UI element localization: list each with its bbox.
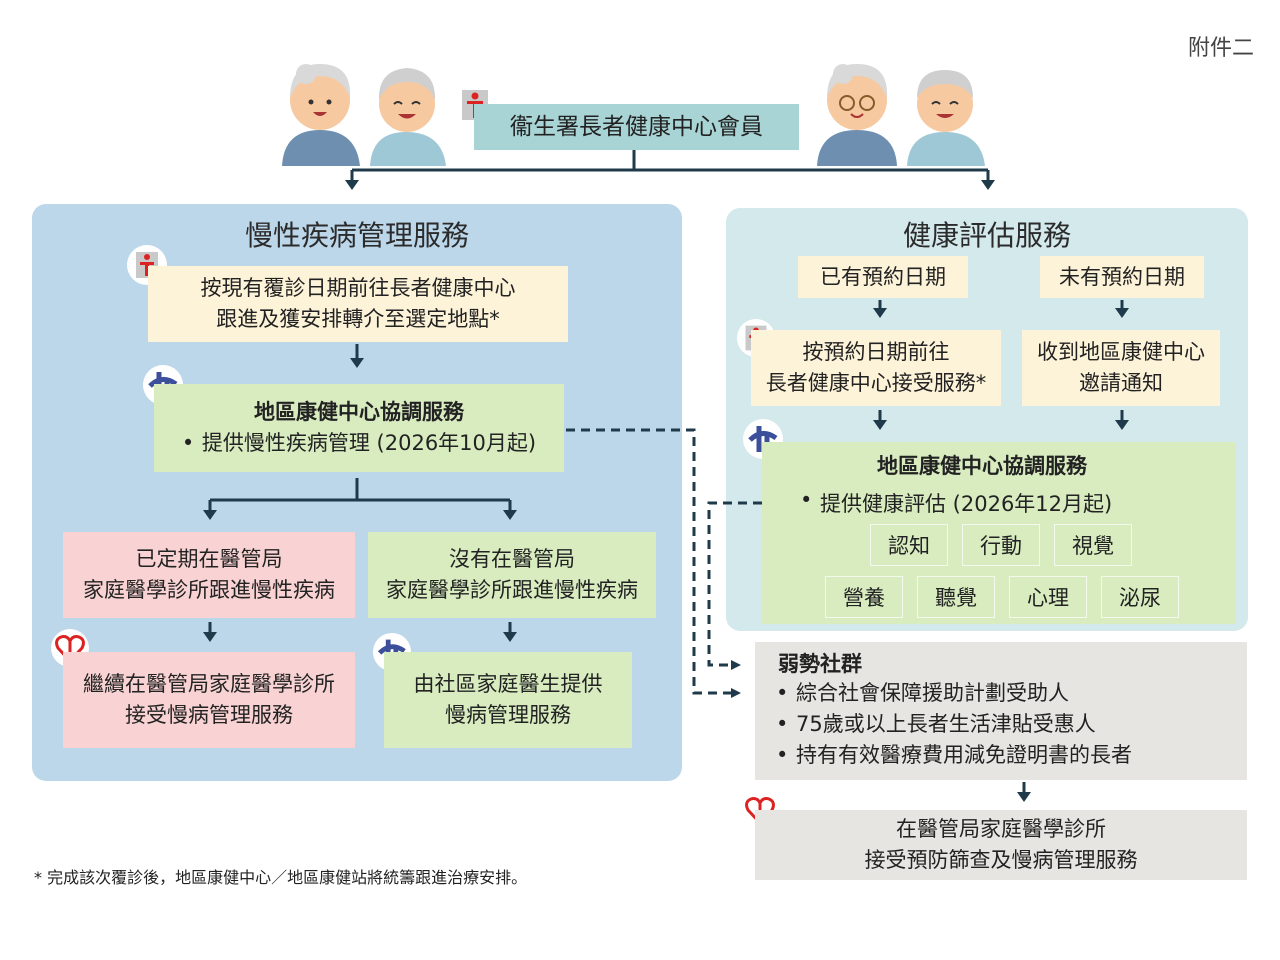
elderly-couple-right-icon — [817, 64, 985, 166]
branch-a-top-line2: 家庭醫學診所跟進慢性疾病 — [83, 578, 335, 602]
col-b-header: 未有預約日期 — [1040, 256, 1204, 298]
vulnerable-item-text: 持有有效醫療費用減免證明書的長者 — [796, 743, 1132, 767]
left-dhc-bullet: •提供慢性疾病管理 (2026年10月起) — [182, 428, 536, 459]
col-a-header-label: 已有預約日期 — [820, 264, 946, 289]
branch-a-top-line1: 已定期在醫管局 — [135, 547, 283, 571]
final-box: 在醫管局家庭醫學診所 接受預防篩查及慢病管理服務 — [755, 810, 1247, 880]
branch-b-bottom-line2: 慢病管理服務 — [445, 703, 571, 727]
vulnerable-item-text: 75歲或以上長者生活津貼受惠人 — [796, 712, 1096, 736]
footnote: * 完成該次覆診後，地區康健中心／地區康健站將統籌跟進治療安排。 — [34, 868, 528, 887]
col-a-step-line1: 按預約日期前往 — [802, 340, 950, 364]
col-a-header: 已有預約日期 — [798, 256, 968, 298]
vulnerable-item: •綜合社會保障援助計劃受助人 — [776, 678, 1132, 709]
branch-a-bottom-box: 繼續在醫管局家庭醫學診所 接受慢病管理服務 — [63, 652, 355, 748]
left-step1-box: 按現有覆診日期前往長者健康中心 跟進及獲安排轉介至選定地點* — [148, 266, 568, 342]
col-b-step-line1: 收到地區康健中心 — [1037, 340, 1205, 364]
assessment-chip-hearing: 聽覺 — [917, 576, 995, 618]
branch-b-top-box: 沒有在醫管局 家庭醫學診所跟進慢性疾病 — [368, 532, 656, 618]
branch-a-bottom-line1: 繼續在醫管局家庭醫學診所 — [83, 672, 335, 696]
member-label: 衞生署長者健康中心會員 — [510, 113, 763, 140]
right-dhc-title: 地區康健中心協調服務 — [877, 454, 1087, 478]
col-a-step-line2: 長者健康中心接受服務* — [765, 371, 987, 395]
right-dhc-bullet-text: 提供健康評估 (2026年12月起) — [820, 492, 1113, 516]
assessment-chip-urinary: 泌尿 — [1101, 576, 1179, 618]
assessment-chip-psychology: 心理 — [1009, 576, 1087, 618]
annex-label: 附件二 — [1188, 36, 1255, 61]
left-dhc-box: 地區康健中心協調服務 •提供慢性疾病管理 (2026年10月起) — [154, 384, 564, 472]
assessment-chip-cognition: 認知 — [870, 524, 948, 566]
chronic-panel-title: 慢性疾病管理服務 — [244, 219, 469, 252]
elderly-couple-left-icon — [282, 64, 446, 166]
vulnerable-groups-box — [755, 642, 1247, 780]
branch-a-bottom-line2: 接受慢病管理服務 — [125, 703, 293, 727]
member-box: 衞生署長者健康中心會員 — [474, 104, 799, 150]
col-a-step-box: 按預約日期前往 長者健康中心接受服務* — [751, 330, 1001, 406]
vulnerable-item: •持有有效醫療費用減免證明書的長者 — [776, 740, 1132, 771]
branch-b-bottom-line1: 由社區家庭醫生提供 — [413, 672, 603, 696]
vulnerable-list: •綜合社會保障援助計劃受助人 •75歲或以上長者生活津貼受惠人 •持有有效醫療費… — [776, 678, 1132, 771]
branch-b-top-line2: 家庭醫學診所跟進慢性疾病 — [386, 578, 638, 602]
left-step1-line2: 跟進及獲安排轉介至選定地點* — [216, 307, 500, 331]
branch-a-top-box: 已定期在醫管局 家庭醫學診所跟進慢性疾病 — [63, 532, 355, 618]
vulnerable-title: 弱勢社群 — [778, 652, 862, 676]
assessment-chip-nutrition: 營養 — [825, 576, 903, 618]
final-box-line2: 接受預防篩查及慢病管理服務 — [864, 848, 1138, 872]
assessment-chip-mobility: 行動 — [962, 524, 1040, 566]
left-step1-line1: 按現有覆診日期前往長者健康中心 — [200, 276, 516, 300]
final-box-line1: 在醫管局家庭醫學診所 — [896, 817, 1106, 841]
branch-b-top-line1: 沒有在醫管局 — [449, 547, 575, 571]
assessment-panel-title: 健康評估服務 — [902, 219, 1071, 252]
left-dhc-bullet-text: 提供慢性疾病管理 (2026年10月起) — [201, 431, 537, 455]
col-b-step-line2: 邀請通知 — [1079, 371, 1163, 395]
right-dhc-bullet: •提供健康評估 (2026年12月起) — [800, 488, 1113, 516]
left-dhc-title: 地區康健中心協調服務 — [254, 400, 464, 424]
col-b-step-box: 收到地區康健中心 邀請通知 — [1022, 330, 1220, 406]
vulnerable-item: •75歲或以上長者生活津貼受惠人 — [776, 709, 1132, 740]
vulnerable-item-text: 綜合社會保障援助計劃受助人 — [796, 681, 1069, 705]
branch-b-bottom-box: 由社區家庭醫生提供 慢病管理服務 — [384, 652, 632, 748]
assessment-chip-vision: 視覺 — [1054, 524, 1132, 566]
col-b-header-label: 未有預約日期 — [1059, 264, 1185, 289]
